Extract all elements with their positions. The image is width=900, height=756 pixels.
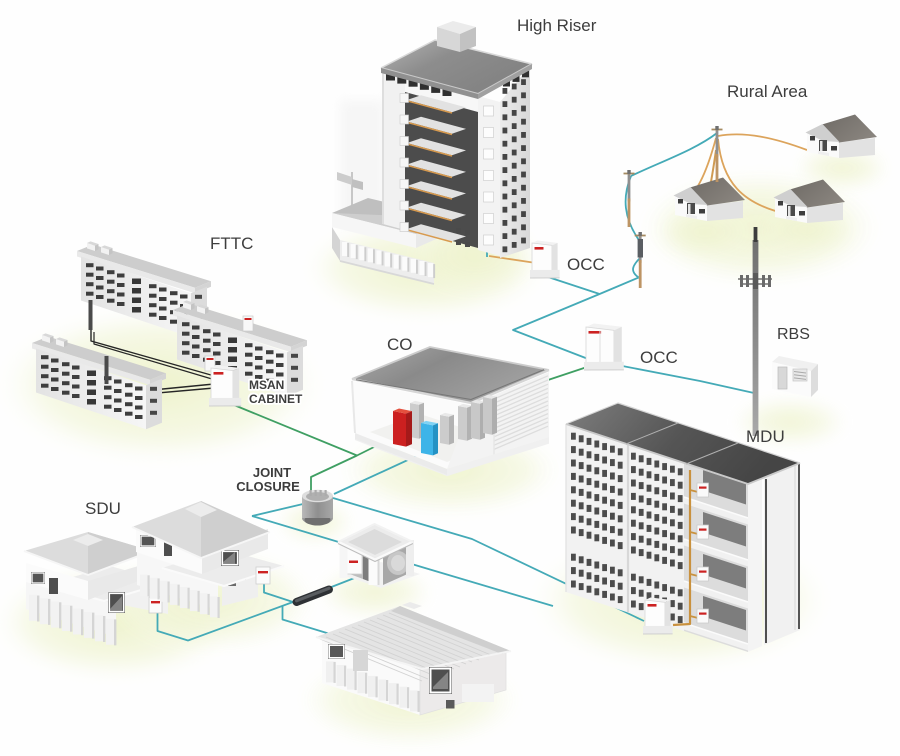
svg-text:FTTC: FTTC: [210, 234, 253, 253]
svg-text:MDU: MDU: [746, 427, 785, 446]
svg-text:Rural Area: Rural Area: [727, 82, 808, 101]
svg-text:CO: CO: [387, 335, 413, 354]
svg-text:CABINET: CABINET: [249, 392, 303, 406]
svg-text:OCC: OCC: [567, 255, 605, 274]
svg-text:JOINT: JOINT: [253, 465, 291, 480]
svg-text:CLOSURE: CLOSURE: [236, 479, 300, 494]
svg-text:High Riser: High Riser: [517, 16, 597, 35]
svg-text:OCC: OCC: [640, 348, 678, 367]
svg-text:SDU: SDU: [85, 499, 121, 518]
svg-text:RBS: RBS: [777, 326, 810, 343]
svg-text:MSAN: MSAN: [249, 378, 284, 392]
